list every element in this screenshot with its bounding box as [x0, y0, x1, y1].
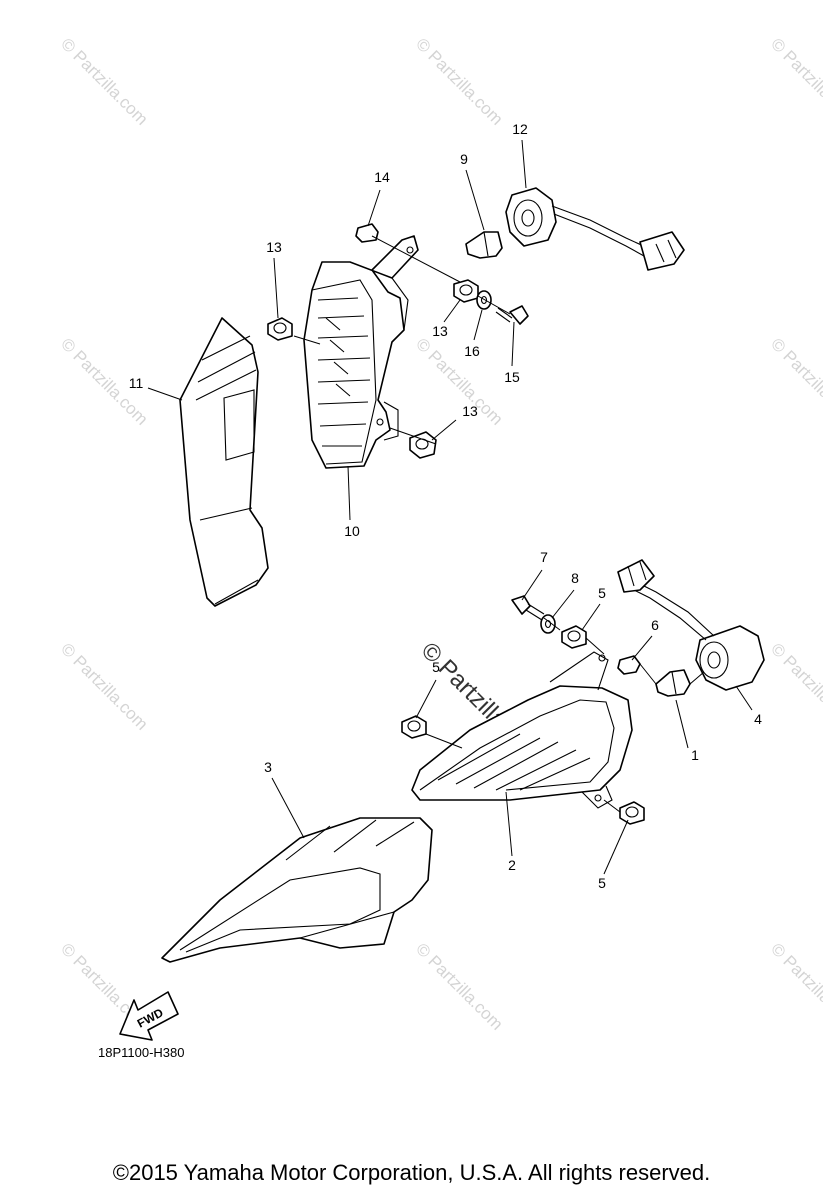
callout-3: 3: [264, 759, 272, 775]
part-6-grommet: [617, 655, 641, 675]
watermark: © Partzilla.com: [767, 34, 823, 128]
part-16-washer: [476, 290, 492, 310]
part-4-socket: [617, 559, 765, 691]
callout-16: 16: [464, 343, 480, 359]
callout-5: 5: [432, 659, 440, 675]
callout-7: 7: [540, 549, 548, 565]
callout-13: 13: [266, 239, 282, 255]
part-3-cover: [161, 817, 433, 963]
callout-2: 2: [508, 857, 516, 873]
part-8-washer: [540, 614, 556, 634]
watermark: © Partzilla.com: [767, 939, 823, 1033]
fwd-arrow-icon: FWD: [119, 991, 179, 1041]
callout-12: 12: [512, 121, 528, 137]
callout-10: 10: [344, 523, 360, 539]
watermark: © Partzilla.com: [412, 939, 506, 1033]
callout-8: 8: [571, 570, 579, 586]
callout-4: 4: [754, 711, 762, 727]
watermark: © Partzilla.com: [767, 334, 823, 428]
copyright-footer: ©2015 Yamaha Motor Corporation, U.S.A. A…: [112, 1160, 711, 1185]
callout-15: 15: [504, 369, 520, 385]
diagram-code: 18P1100-H380: [98, 1045, 185, 1060]
watermark: © Partzilla.com: [57, 34, 151, 128]
callout-11: 11: [129, 375, 144, 391]
callout-9: 9: [460, 151, 468, 167]
callout-6: 6: [651, 617, 659, 633]
callout-14: 14: [374, 169, 390, 185]
callout-5: 5: [598, 875, 606, 891]
part-10-lens: [303, 235, 419, 469]
callout-1: 1: [691, 747, 699, 763]
callout-labels: 1 2 3 4 5 5 5 6 7 8 9 10 11 12 13 13 13 …: [129, 121, 762, 891]
part-1-bulb: [655, 669, 691, 697]
part-9-bulb: [465, 231, 503, 259]
part-7-bolt: [511, 595, 545, 621]
watermark: © Partzilla.com: [767, 639, 823, 733]
part-13-grommets: [267, 279, 479, 459]
callout-13: 13: [432, 323, 448, 339]
part-14-grommet: [355, 223, 379, 243]
watermark: © Partzilla.com: [412, 334, 506, 428]
leader-lines: [147, 139, 753, 875]
watermark: © Partzilla.com: [412, 34, 506, 128]
callout-5: 5: [598, 585, 606, 601]
part-11-cover: [179, 317, 269, 607]
part-15-bolt: [495, 305, 529, 325]
watermark: © Partzilla.com: [57, 639, 151, 733]
watermark-group: © Partzilla.com © Partzilla.com © Partzi…: [57, 34, 823, 1033]
part-2-lens: [411, 651, 633, 809]
callout-13: 13: [462, 403, 478, 419]
part-12-socket: [505, 187, 685, 271]
